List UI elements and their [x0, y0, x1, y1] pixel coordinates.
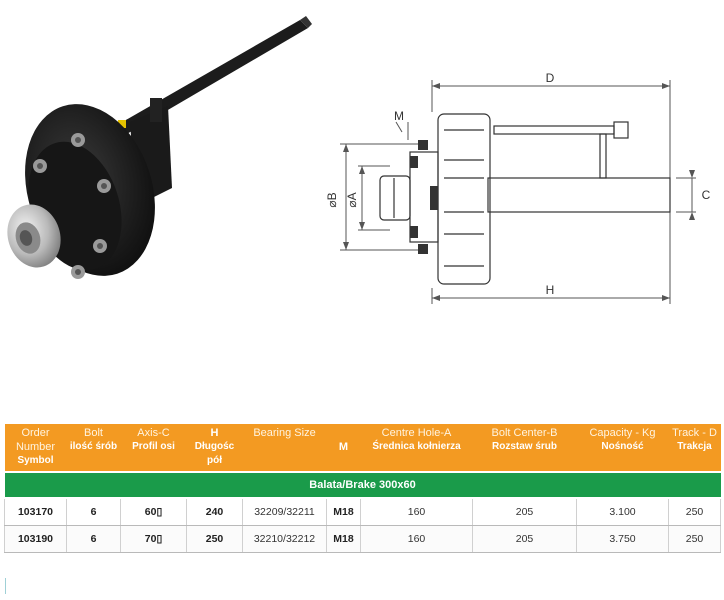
header-track: Track - D Trakcja [668, 424, 721, 472]
header-bolt: Bolt ilość śrób [66, 424, 121, 472]
spec-table: Order Number Symbol Bolt ilość śrób Axis… [4, 424, 721, 553]
group-title: Balata/Brake 300x60 [4, 471, 721, 499]
cell-bolt: 6 [66, 525, 121, 553]
cell-h: 240 [186, 498, 243, 526]
dim-label-h: H [546, 283, 555, 297]
cell-track: 250 [668, 525, 721, 553]
cell-bolt-center: 205 [472, 525, 577, 553]
cell-bearing-size: 32210/32212 [242, 525, 327, 553]
cell-axis-c: 70▯ [120, 525, 187, 553]
header-axis-c: Axis-C Profil osi [120, 424, 187, 472]
dim-label-d: D [546, 71, 555, 85]
table-row: 103190 6 70▯ 250 32210/32212 M18 160 205… [4, 525, 721, 553]
table-group-row: Balata/Brake 300x60 [4, 471, 721, 499]
dim-label-c: C [702, 188, 711, 202]
cell-centre-hole: 160 [360, 525, 473, 553]
header-h: H Długośc pół [186, 424, 243, 472]
dim-label-b: ⌀B [325, 192, 339, 207]
cell-h: 250 [186, 525, 243, 553]
cell-capacity: 3.750 [576, 525, 669, 553]
cell-axis-c: 60▯ [120, 498, 187, 526]
header-bolt-center: Bolt Center-B Rozstaw śrub [472, 424, 577, 472]
header-bearing-size: Bearing Size [242, 424, 327, 472]
dimension-drawing: D M ⌀B ⌀A C H [325, 71, 711, 304]
cell-centre-hole: 160 [360, 498, 473, 526]
header-capacity: Capacity - Kg Nośność [576, 424, 669, 472]
header-centre-hole: Centre Hole-A Średnica kołnierza [360, 424, 473, 472]
cell-bolt: 6 [66, 498, 121, 526]
cell-m: M18 [326, 498, 361, 526]
dim-label-a: ⌀A [345, 192, 359, 207]
table-row: 103170 6 60▯ 240 32209/32211 M18 160 205… [4, 498, 721, 526]
table-header-row: Order Number Symbol Bolt ilość śrób Axis… [4, 424, 721, 472]
cell-m: M18 [326, 525, 361, 553]
cell-capacity: 3.100 [576, 498, 669, 526]
cell-track: 250 [668, 498, 721, 526]
page-edge-mark [5, 578, 6, 594]
axle-photo [7, 16, 312, 279]
header-order-number: Order Number Symbol [4, 424, 67, 472]
cell-bearing-size: 32209/32211 [242, 498, 327, 526]
cell-bolt-center: 205 [472, 498, 577, 526]
cell-order-number: 103190 [4, 525, 67, 553]
dim-label-m: M [394, 109, 404, 123]
cell-order-number: 103170 [4, 498, 67, 526]
header-m: M [326, 424, 361, 472]
